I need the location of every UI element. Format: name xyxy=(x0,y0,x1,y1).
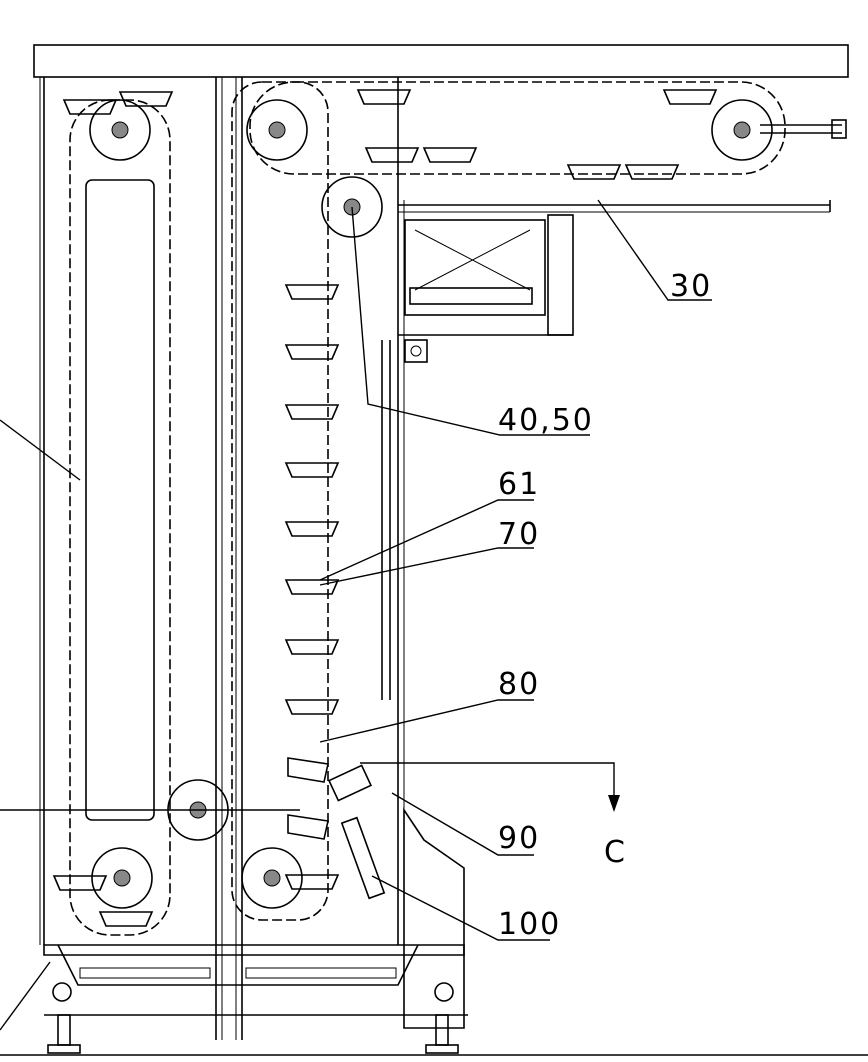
top-chain-loop xyxy=(249,81,786,175)
foot-left-stem xyxy=(57,1014,71,1046)
callout-40-50: 40,50 xyxy=(498,403,594,438)
center-chain-loop xyxy=(231,81,329,921)
base-rail xyxy=(43,944,465,956)
sprocket-drive xyxy=(321,176,383,238)
foot-right-pad xyxy=(425,1044,459,1054)
left-chain-inner xyxy=(85,179,155,821)
side-bracket xyxy=(547,214,574,336)
lower-right-housing xyxy=(403,807,465,1029)
bucket-top-row xyxy=(52,89,718,927)
section-arrow-head xyxy=(608,795,620,812)
callout-70: 70 xyxy=(498,517,540,552)
sprocket-bottom-left xyxy=(91,847,153,909)
shaft-end-cap xyxy=(831,119,847,139)
tray-slot-right xyxy=(245,967,397,979)
leader-30 xyxy=(597,199,712,301)
hopper-box xyxy=(404,219,546,316)
top-cover-plate xyxy=(33,44,849,78)
drip-tray xyxy=(57,944,419,986)
callout-80: 80 xyxy=(498,667,540,702)
actuator-cylinder xyxy=(340,816,386,900)
leader-90 xyxy=(391,792,534,856)
mount-block xyxy=(404,339,428,363)
leader-left-upper xyxy=(0,419,81,481)
leader-left-lower xyxy=(0,961,51,1031)
foot-left-pad xyxy=(47,1044,81,1054)
callout-90: 90 xyxy=(498,821,540,856)
section-label: C xyxy=(604,835,627,870)
sprocket-top-right xyxy=(711,99,773,161)
sprocket-bottom-center xyxy=(241,847,303,909)
foot-right-stem xyxy=(435,1014,449,1046)
leader-70 xyxy=(319,547,534,586)
section-cut-line xyxy=(360,762,615,810)
tray-slot-left xyxy=(79,967,211,979)
callout-30: 30 xyxy=(670,269,712,304)
gate-plate xyxy=(327,764,373,802)
hopper-tray xyxy=(409,287,533,305)
leader-100 xyxy=(371,875,550,941)
mount-hole xyxy=(410,345,422,357)
sprocket-top-center xyxy=(246,99,308,161)
base-pivot-left xyxy=(52,982,72,1002)
callout-61: 61 xyxy=(498,467,540,502)
leader-40-50 xyxy=(351,206,590,436)
sprocket-top-left xyxy=(89,99,151,161)
leader-80 xyxy=(319,699,534,743)
hopper-cross-2 xyxy=(414,229,531,291)
leader-61 xyxy=(319,499,534,581)
base-pivot-right xyxy=(434,982,454,1002)
bucket-column xyxy=(284,284,340,890)
callout-100: 100 xyxy=(498,907,561,942)
